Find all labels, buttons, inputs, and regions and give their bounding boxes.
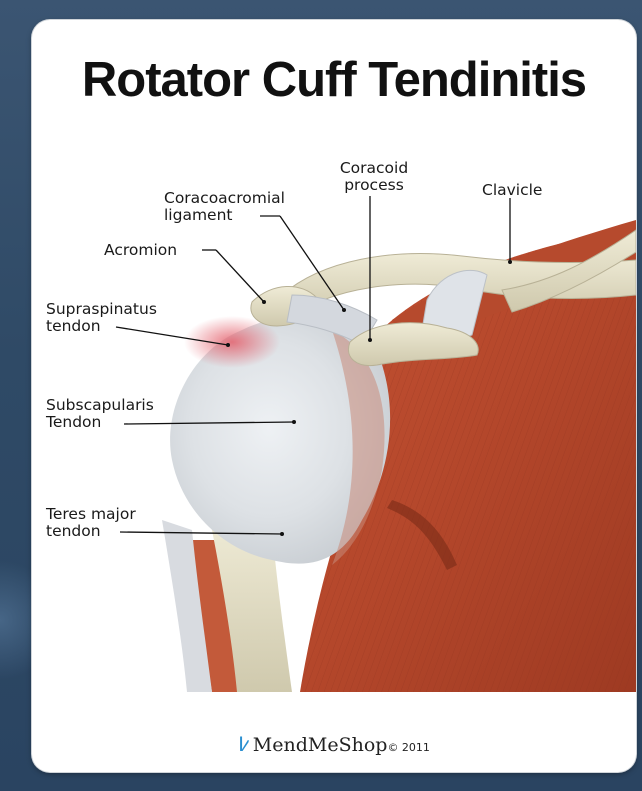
label-subscapularis-tendon: Subscapularis Tendon	[46, 397, 154, 431]
label-clavicle-line1: Clavicle	[482, 182, 542, 199]
label-coracoid-line2: process	[334, 177, 414, 194]
label-supraspinatus-tendon: Supraspinatus tendon	[46, 301, 157, 335]
label-subscapularis-line2: Tendon	[46, 414, 154, 431]
label-coracoacromial-line1: Coracoacromial	[164, 190, 285, 207]
leader-dot-coracoacromial	[342, 308, 346, 312]
leader-dot-subscapularis	[292, 420, 296, 424]
label-subscapularis-line1: Subscapularis	[46, 397, 154, 414]
label-supraspinatus-line1: Supraspinatus	[46, 301, 157, 318]
label-acromion-line1: Acromion	[104, 242, 177, 259]
leader-dot-teres-major	[280, 532, 284, 536]
label-clavicle: Clavicle	[482, 182, 542, 199]
label-acromion: Acromion	[104, 242, 177, 259]
label-coracoid-process: Coracoid process	[334, 160, 414, 194]
stick-figure-icon: ߇	[238, 732, 251, 756]
label-supraspinatus-line2: tendon	[46, 318, 157, 335]
label-teres-major-tendon: Teres major tendon	[46, 506, 136, 540]
leader-dot-coracoid	[368, 338, 372, 342]
label-coracoacromial-ligament: Coracoacromial ligament	[164, 190, 285, 224]
label-teres-major-line2: tendon	[46, 523, 136, 540]
label-teres-major-line1: Teres major	[46, 506, 136, 523]
brand-name: MendMeShop	[253, 734, 388, 756]
label-coracoacromial-line2: ligament	[164, 207, 285, 224]
label-coracoid-line1: Coracoid	[334, 160, 414, 177]
copyright: © 2011	[387, 741, 430, 754]
leader-dot-clavicle	[508, 260, 512, 264]
diagram-card: Rotator Cuff Tendinitis	[32, 20, 636, 772]
leader-dot-acromion	[262, 300, 266, 304]
leader-acromion-diag	[216, 250, 264, 302]
leader-dot-supraspinatus	[226, 343, 230, 347]
